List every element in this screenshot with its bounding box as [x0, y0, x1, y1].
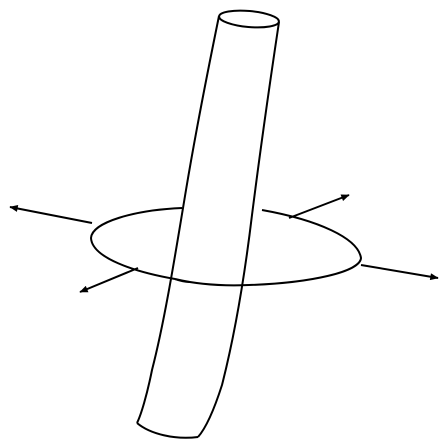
tube-bottom-edge	[137, 423, 198, 438]
arrow-back-right	[289, 195, 349, 218]
arrow-front-left	[80, 268, 138, 292]
arrow-left	[10, 207, 92, 223]
tube-left-edge	[137, 16, 219, 423]
arrow-right	[361, 265, 438, 278]
tube-top-opening	[218, 8, 279, 29]
tube-right-edge	[198, 22, 279, 437]
disk-front-edge-behind-tube	[175, 279, 249, 285]
horizontal-disk	[91, 208, 361, 285]
cylindrical-tube	[137, 8, 280, 437]
